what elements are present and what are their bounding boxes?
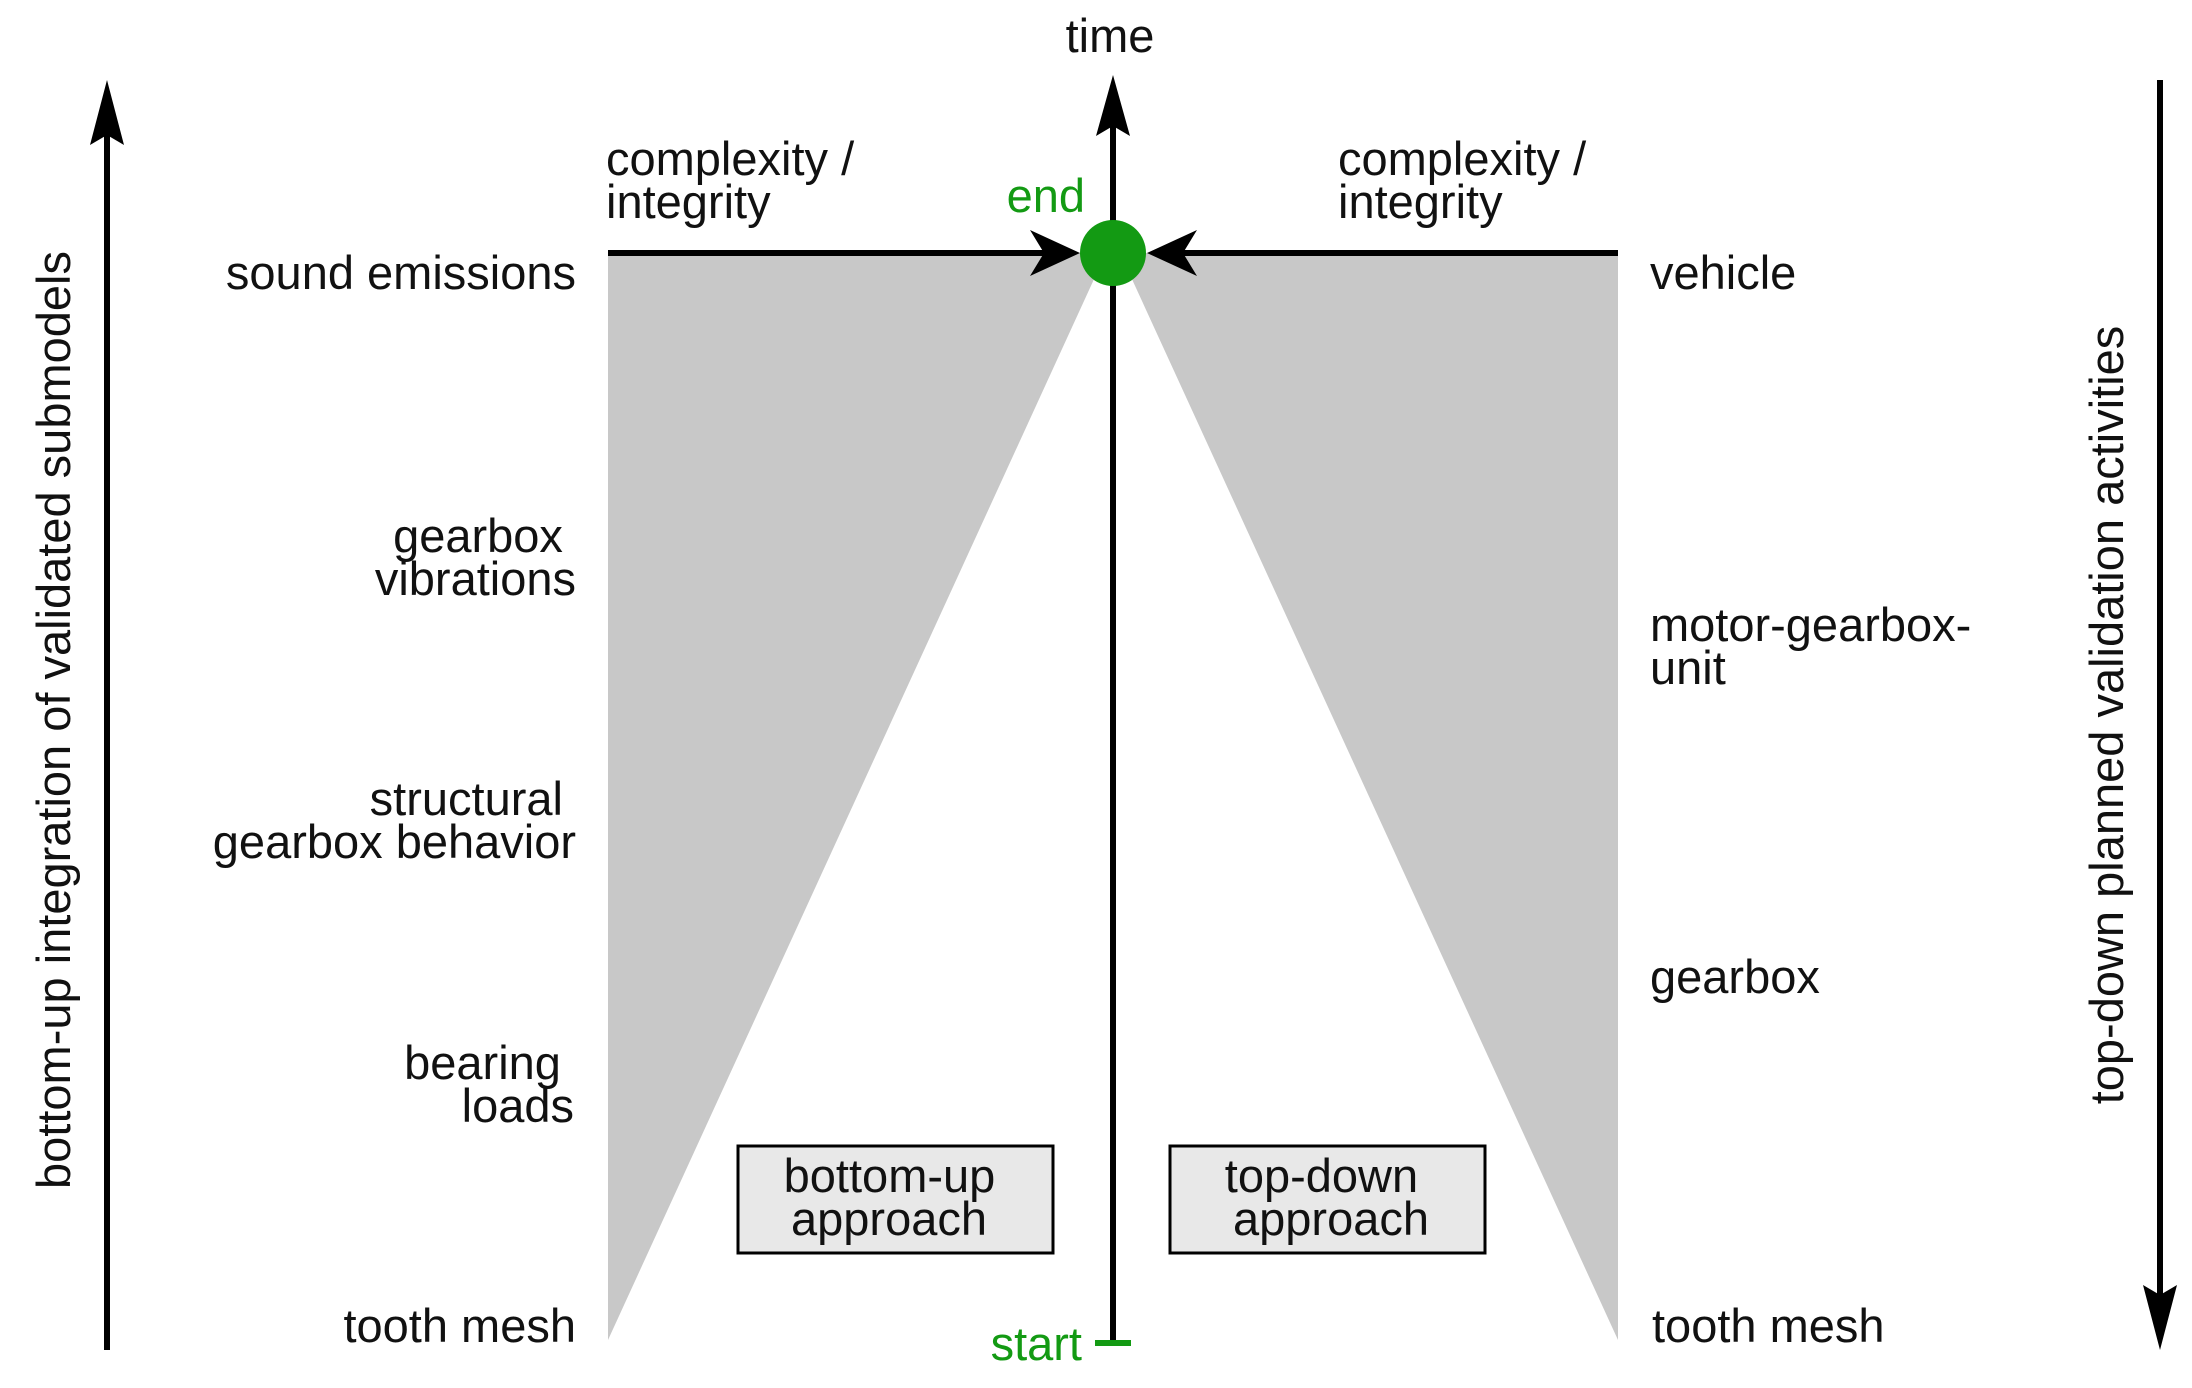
left-level-structural-gearbox-behavior: structural gearbox behavior xyxy=(213,772,576,868)
left-level-structural-line-2: gearbox behavior xyxy=(213,815,576,868)
left-complexity-label: complexity / integrity xyxy=(606,132,867,228)
top-down-approach-box xyxy=(1168,1144,1487,1255)
time-axis-arrowhead xyxy=(1096,75,1130,136)
left-complexity-line-2: integrity xyxy=(606,175,771,228)
left-level-gearbox-vibrations-line-1: gearbox xyxy=(393,509,563,562)
right-level-motor-line-2: unit xyxy=(1650,641,1726,694)
top-down-approach-line-1: top-down xyxy=(1225,1149,1418,1202)
right-vertical-arrowhead xyxy=(2143,1285,2177,1350)
left-complexity-arrowhead xyxy=(1030,230,1080,276)
top-down-wedge xyxy=(1120,253,1618,1340)
right-complexity-line-1: complexity / xyxy=(1338,132,1587,185)
bottom-up-wedge xyxy=(608,253,1106,1340)
right-level-gearbox: gearbox xyxy=(1650,950,1820,1003)
left-level-gearbox-vibrations: gearbox vibrations xyxy=(375,509,576,605)
left-level-gearbox-vibrations-line-2: vibrations xyxy=(375,552,576,605)
left-vertical-arrowhead xyxy=(90,80,124,145)
right-level-motor-line-1: motor-gearbox- xyxy=(1650,598,1971,651)
bottom-up-approach-box xyxy=(736,1144,1055,1255)
right-complexity-arrowhead xyxy=(1147,230,1197,276)
right-level-tooth-mesh: tooth mesh xyxy=(1652,1299,1885,1352)
left-level-structural-line-1: structural xyxy=(370,772,563,825)
right-level-motor-gearbox-unit: motor-gearbox- unit xyxy=(1650,598,1984,694)
bottom-up-approach-line-2: approach xyxy=(791,1192,987,1245)
left-level-bearing-line-2: loads xyxy=(462,1079,574,1132)
start-label: start xyxy=(991,1317,1082,1370)
left-complexity-line-1: complexity / xyxy=(606,132,855,185)
right-vertical-axis-label: top-down planned validation activities xyxy=(2080,326,2133,1105)
left-vertical-axis-label: bottom-up integration of validated submo… xyxy=(27,251,80,1189)
left-level-bearing-line-1: bearing xyxy=(404,1036,561,1089)
right-level-vehicle: vehicle xyxy=(1650,246,1796,299)
end-marker xyxy=(1080,220,1146,286)
left-level-bearing-loads: bearing loads xyxy=(404,1036,574,1132)
end-label: end xyxy=(1007,169,1085,222)
bottom-up-approach-label: bottom-up approach xyxy=(784,1149,1009,1245)
bottom-up-approach-line-1: bottom-up xyxy=(784,1149,996,1202)
right-complexity-label: complexity / integrity xyxy=(1338,132,1599,228)
top-down-approach-line-2: approach xyxy=(1233,1192,1429,1245)
top-down-approach-label: top-down approach xyxy=(1225,1149,1431,1245)
time-axis-label: time xyxy=(1066,9,1155,62)
right-complexity-line-2: integrity xyxy=(1338,175,1503,228)
left-level-tooth-mesh: tooth mesh xyxy=(343,1299,576,1352)
left-level-sound-emissions: sound emissions xyxy=(226,246,576,299)
